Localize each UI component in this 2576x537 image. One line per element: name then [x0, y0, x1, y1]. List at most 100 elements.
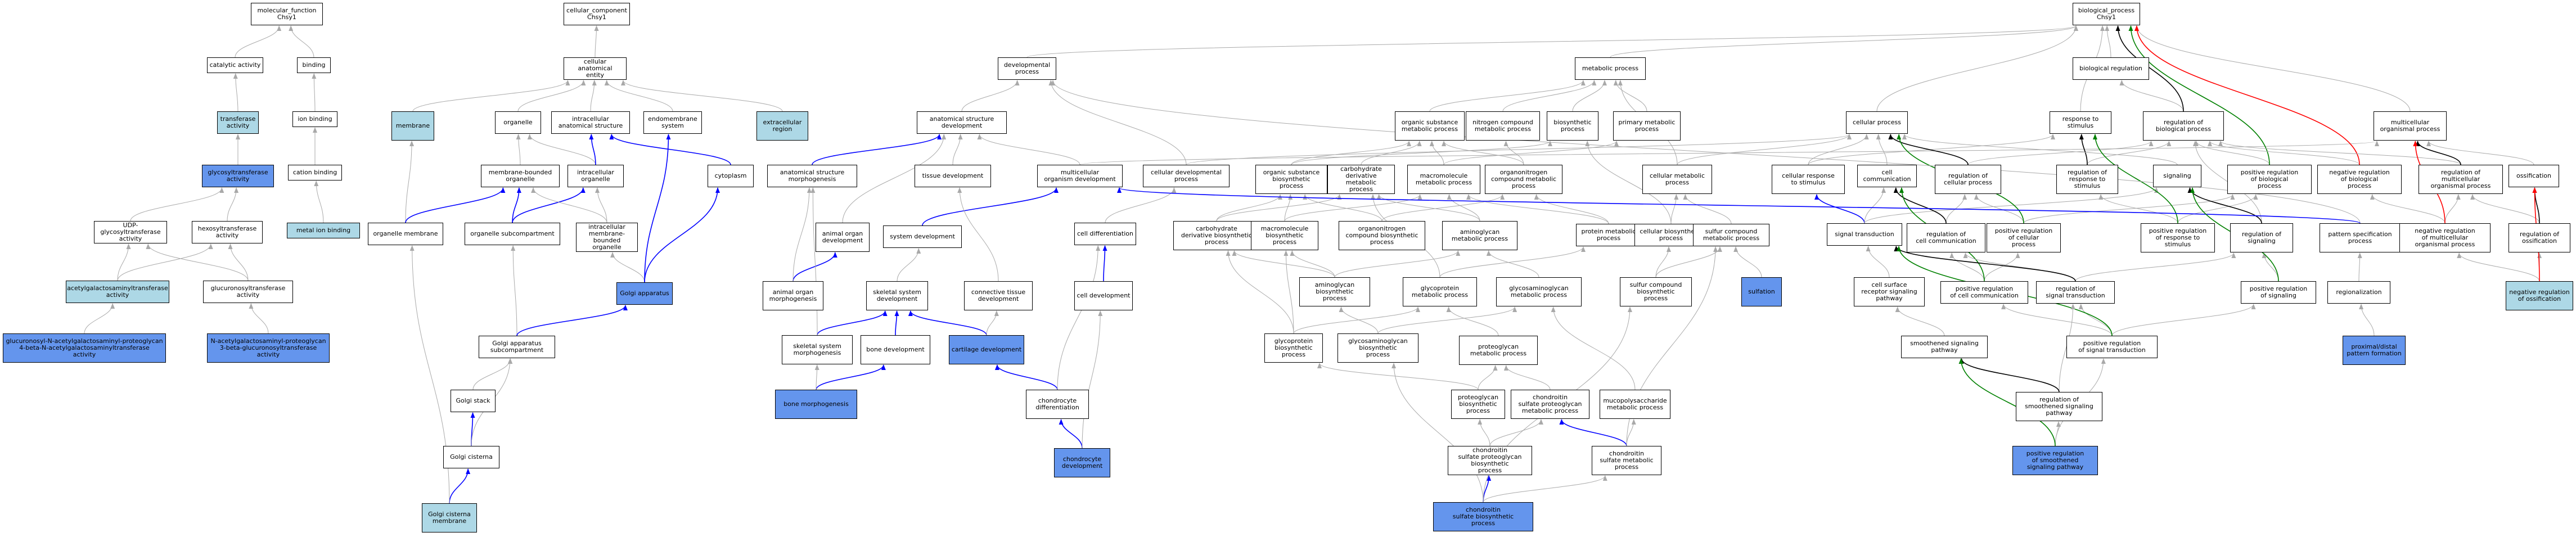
- go-term-node[interactable]: membrane: [391, 111, 434, 141]
- go-term-node[interactable]: regulation of response to stimulus: [2056, 165, 2118, 194]
- go-term-node[interactable]: system development: [883, 225, 962, 248]
- go-term-node[interactable]: chondroitin sulfate biosynthetic process: [1433, 502, 1533, 531]
- go-term-node[interactable]: organonitrogen compound biosynthetic pro…: [1339, 221, 1425, 250]
- go-term-node[interactable]: N-acetylgalactosaminyl-proteoglycan 3-be…: [207, 333, 330, 363]
- go-term-node[interactable]: organonitrogen compound metabolic proces…: [1485, 165, 1562, 194]
- go-term-node[interactable]: organelle membrane: [368, 223, 443, 245]
- go-term-node[interactable]: glycoprotein metabolic process: [1403, 277, 1477, 306]
- go-term-node[interactable]: cellular developmental process: [1143, 165, 1230, 187]
- go-term-node[interactable]: intracellular membrane-bounded organelle: [576, 223, 638, 252]
- go-term-node[interactable]: metal ion binding: [287, 223, 360, 238]
- go-term-node[interactable]: regulation of signal transduction: [2036, 281, 2115, 304]
- go-term-node[interactable]: chondroitin sulfate proteoglycan biosynt…: [1448, 446, 1532, 475]
- go-term-node[interactable]: positive regulation of biological proces…: [2227, 165, 2312, 194]
- go-term-node[interactable]: cellular response to stimulus: [1772, 165, 1845, 194]
- go-term-node[interactable]: smoothened signaling pathway: [1901, 336, 1988, 358]
- go-term-node[interactable]: multicellular organism development: [1037, 165, 1123, 187]
- go-term-node[interactable]: chondroitin sulfate metabolic process: [1592, 446, 1661, 475]
- go-term-node[interactable]: cell communication: [1857, 165, 1917, 187]
- go-term-node[interactable]: positive regulation of response to stimu…: [2141, 223, 2215, 252]
- go-term-node[interactable]: intracellular anatomical structure: [551, 111, 630, 134]
- go-term-node[interactable]: bone morphogenesis: [775, 390, 857, 419]
- go-term-node[interactable]: regulation of signaling: [2230, 223, 2293, 252]
- go-term-node[interactable]: carbohydrate derivative biosynthetic pro…: [1173, 221, 1260, 250]
- go-term-node[interactable]: skeletal system morphogenesis: [782, 335, 853, 364]
- go-term-node[interactable]: sulfur compound biosynthetic process: [1620, 277, 1692, 306]
- go-term-node[interactable]: regionalization: [2327, 281, 2390, 304]
- go-term-node[interactable]: regulation of cell communication: [1907, 223, 1985, 252]
- go-term-node[interactable]: proteoglycan metabolic process: [1459, 336, 1538, 365]
- go-term-node[interactable]: cell differentiation: [1074, 223, 1136, 245]
- go-term-node[interactable]: proximal/distal pattern formation: [2343, 336, 2406, 365]
- go-term-node[interactable]: sulfur compound metabolic process: [1693, 224, 1769, 246]
- go-term-node[interactable]: cartilage development: [949, 335, 1024, 364]
- go-term-node[interactable]: transferase activity: [217, 111, 259, 134]
- go-term-node[interactable]: primary metabolic process: [1613, 111, 1681, 141]
- go-term-node[interactable]: positive regulation of cellular process: [1987, 223, 2061, 252]
- go-term-node[interactable]: Golgi apparatus subcompartment: [479, 336, 555, 358]
- go-term-node[interactable]: glucuronosyltransferase activity: [203, 281, 293, 303]
- go-term-node[interactable]: hexosyltransferase activity: [192, 221, 263, 243]
- go-term-node[interactable]: cellular anatomical entity: [564, 57, 627, 80]
- go-term-node[interactable]: Golgi cisterna membrane: [422, 503, 477, 533]
- go-term-node[interactable]: chondroitin sulfate proteoglycan metabol…: [1511, 390, 1589, 419]
- go-term-node[interactable]: macromolecule biosynthetic process: [1251, 221, 1318, 250]
- go-term-node[interactable]: cellular_component Chsy1: [564, 3, 630, 25]
- go-term-node[interactable]: proteoglycan biosynthetic process: [1451, 390, 1505, 419]
- go-term-node[interactable]: acetylgalactosaminyltransferase activity: [66, 281, 169, 303]
- go-term-node[interactable]: ion binding: [292, 111, 337, 127]
- go-term-node[interactable]: catalytic activity: [207, 57, 263, 73]
- go-term-node[interactable]: connective tissue development: [964, 281, 1033, 310]
- go-term-node[interactable]: organic substance biosynthetic process: [1255, 165, 1327, 194]
- go-term-node[interactable]: organic substance metabolic process: [1395, 111, 1465, 141]
- go-term-node[interactable]: regulation of biological process: [2143, 111, 2224, 141]
- go-term-node[interactable]: response to stimulus: [2050, 111, 2111, 134]
- go-term-node[interactable]: glycosyltransferase activity: [202, 165, 274, 187]
- go-term-node[interactable]: positive regulation of signal transducti…: [2066, 336, 2158, 358]
- go-term-node[interactable]: regulation of multicellular organismal p…: [2419, 165, 2503, 194]
- go-term-node[interactable]: endomembrane system: [643, 111, 702, 134]
- go-term-node[interactable]: glycoprotein biosynthetic process: [1264, 333, 1323, 363]
- go-term-node[interactable]: glucuronosyl-N-acetylgalactosaminyl-prot…: [3, 333, 166, 363]
- go-term-node[interactable]: nitrogen compound metabolic process: [1466, 111, 1540, 141]
- go-term-node[interactable]: bone development: [861, 335, 930, 364]
- go-term-node[interactable]: animal organ development: [816, 223, 870, 252]
- go-term-node[interactable]: biological_process Chsy1: [2073, 3, 2140, 25]
- go-term-node[interactable]: aminoglycan metabolic process: [1442, 221, 1517, 250]
- go-term-node[interactable]: glycosaminoglycan biosynthetic process: [1337, 333, 1418, 363]
- go-term-node[interactable]: chondrocyte differentiation: [1026, 390, 1089, 419]
- go-term-node[interactable]: cytoplasm: [708, 165, 754, 187]
- go-term-node[interactable]: animal organ morphogenesis: [763, 281, 823, 310]
- go-term-node[interactable]: sulfation: [1741, 277, 1782, 306]
- go-term-node[interactable]: glycosaminoglycan metabolic process: [1496, 277, 1582, 306]
- go-term-node[interactable]: negative regulation of ossification: [2506, 281, 2573, 310]
- go-term-node[interactable]: macromolecule metabolic process: [1407, 165, 1480, 194]
- go-term-node[interactable]: anatomical structure development: [917, 111, 1007, 134]
- go-term-node[interactable]: positive regulation of smoothened signal…: [2012, 446, 2098, 475]
- go-term-node[interactable]: positive regulation of cell communicatio…: [1940, 281, 2028, 304]
- go-term-node[interactable]: regulation of ossification: [2509, 223, 2570, 252]
- go-term-node[interactable]: protein metabolic process: [1576, 224, 1641, 246]
- go-term-node[interactable]: intracellular organelle: [568, 165, 624, 187]
- go-term-node[interactable]: Golgi apparatus: [616, 282, 673, 305]
- go-term-node[interactable]: pattern specification process: [2320, 223, 2401, 252]
- go-term-node[interactable]: biological regulation: [2073, 57, 2149, 80]
- go-term-node[interactable]: cellular metabolic process: [1642, 165, 1712, 194]
- go-term-node[interactable]: aminoglycan biosynthetic process: [1299, 277, 1370, 306]
- go-term-node[interactable]: chondrocyte development: [1054, 448, 1110, 477]
- go-term-node[interactable]: ossification: [2509, 165, 2559, 187]
- go-term-node[interactable]: carbohydrate derivative metabolic proces…: [1327, 165, 1395, 194]
- go-term-node[interactable]: anatomical structure morphogenesis: [767, 165, 857, 187]
- go-term-node[interactable]: UDP-glycosyltransferase activity: [94, 221, 167, 243]
- go-term-node[interactable]: cell development: [1074, 281, 1133, 310]
- go-term-node[interactable]: binding: [297, 57, 331, 73]
- go-term-node[interactable]: Golgi cisterna: [443, 446, 499, 468]
- go-term-node[interactable]: mucopolysaccharide metabolic process: [1600, 390, 1670, 419]
- go-term-node[interactable]: multicellular organismal process: [2374, 111, 2447, 141]
- go-term-node[interactable]: cation binding: [288, 165, 342, 180]
- go-term-node[interactable]: regulation of smoothened signaling pathw…: [2016, 392, 2102, 421]
- go-term-node[interactable]: organelle subcompartment: [465, 223, 560, 245]
- go-term-node[interactable]: signal transduction: [1827, 223, 1902, 246]
- go-term-node[interactable]: membrane-bounded organelle: [481, 165, 560, 187]
- go-term-node[interactable]: tissue development: [915, 165, 991, 187]
